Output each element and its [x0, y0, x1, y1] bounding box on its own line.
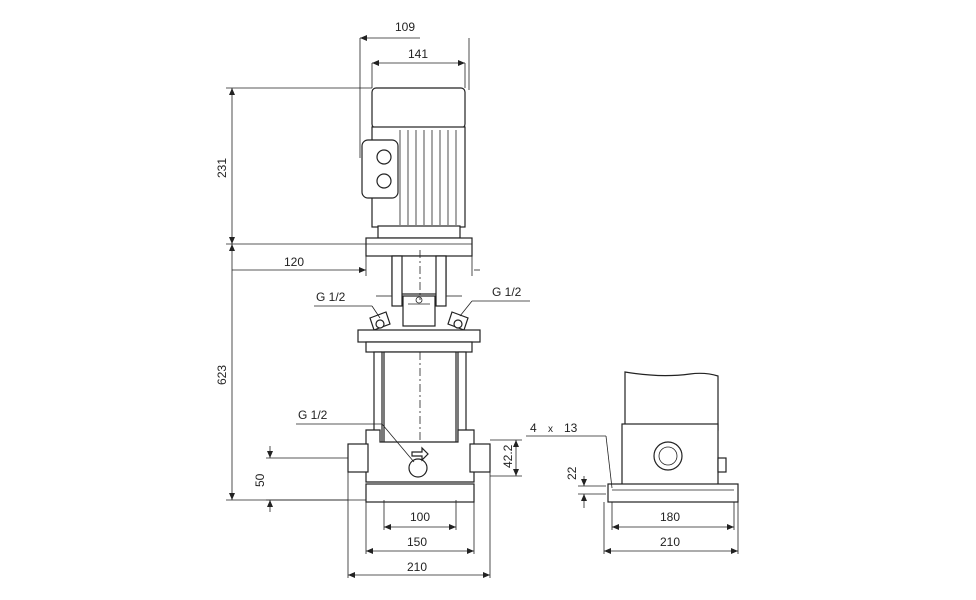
- outlet-port: [469, 443, 491, 473]
- label-port-drain: G 1/2: [298, 408, 328, 422]
- terminal-plug-upper: [376, 149, 392, 165]
- dim-inlet-spacing: 100: [410, 510, 430, 524]
- terminal-box: [361, 139, 399, 199]
- base-plate: [365, 483, 475, 503]
- terminal-plug-lower: [376, 173, 392, 189]
- side-view: [607, 371, 739, 503]
- dimension-lines: [226, 35, 739, 578]
- dim-base-width-side: 210: [660, 535, 680, 549]
- motor-flange: [365, 237, 473, 257]
- dim-base-inner-side: 180: [660, 510, 680, 524]
- dimension-labels: 109 141 231 120 623 50 42.2 100 150 210 …: [215, 20, 680, 574]
- dim-base-width-front: 210: [407, 560, 427, 574]
- dim-motor-offset: 109: [395, 20, 415, 34]
- vent-plug-left: [369, 311, 391, 331]
- dim-holes-count: 4: [530, 421, 537, 435]
- side-base-plate: [607, 483, 739, 503]
- label-port-left: G 1/2: [316, 290, 346, 304]
- dim-base-thickness: 22: [565, 466, 579, 480]
- dim-inlet-height: 50: [253, 473, 267, 487]
- label-port-right: G 1/2: [492, 285, 522, 299]
- dim-holes-diameter: 13: [564, 421, 578, 435]
- front-view: [347, 87, 491, 503]
- base-chamber: [347, 429, 491, 503]
- dim-motor-height: 231: [215, 158, 229, 178]
- dim-port-offset: 42.2: [501, 444, 515, 468]
- dim-base-inner: 150: [407, 535, 427, 549]
- inlet-port: [347, 443, 369, 473]
- pump-sleeve: [373, 351, 467, 450]
- coupling: [376, 255, 462, 327]
- drain-plug: [408, 458, 428, 478]
- side-nozzle: [717, 457, 727, 473]
- motor: [361, 87, 466, 239]
- vent-plug-right: [447, 311, 469, 331]
- pump-head: [357, 329, 481, 343]
- flow-arrow-icon: [411, 446, 429, 462]
- dim-motor-width: 141: [408, 47, 428, 61]
- dim-pump-height: 623: [215, 365, 229, 385]
- dim-coupling-offset: 120: [284, 255, 304, 269]
- side-port: [653, 441, 683, 471]
- dim-holes-x: x: [548, 424, 553, 435]
